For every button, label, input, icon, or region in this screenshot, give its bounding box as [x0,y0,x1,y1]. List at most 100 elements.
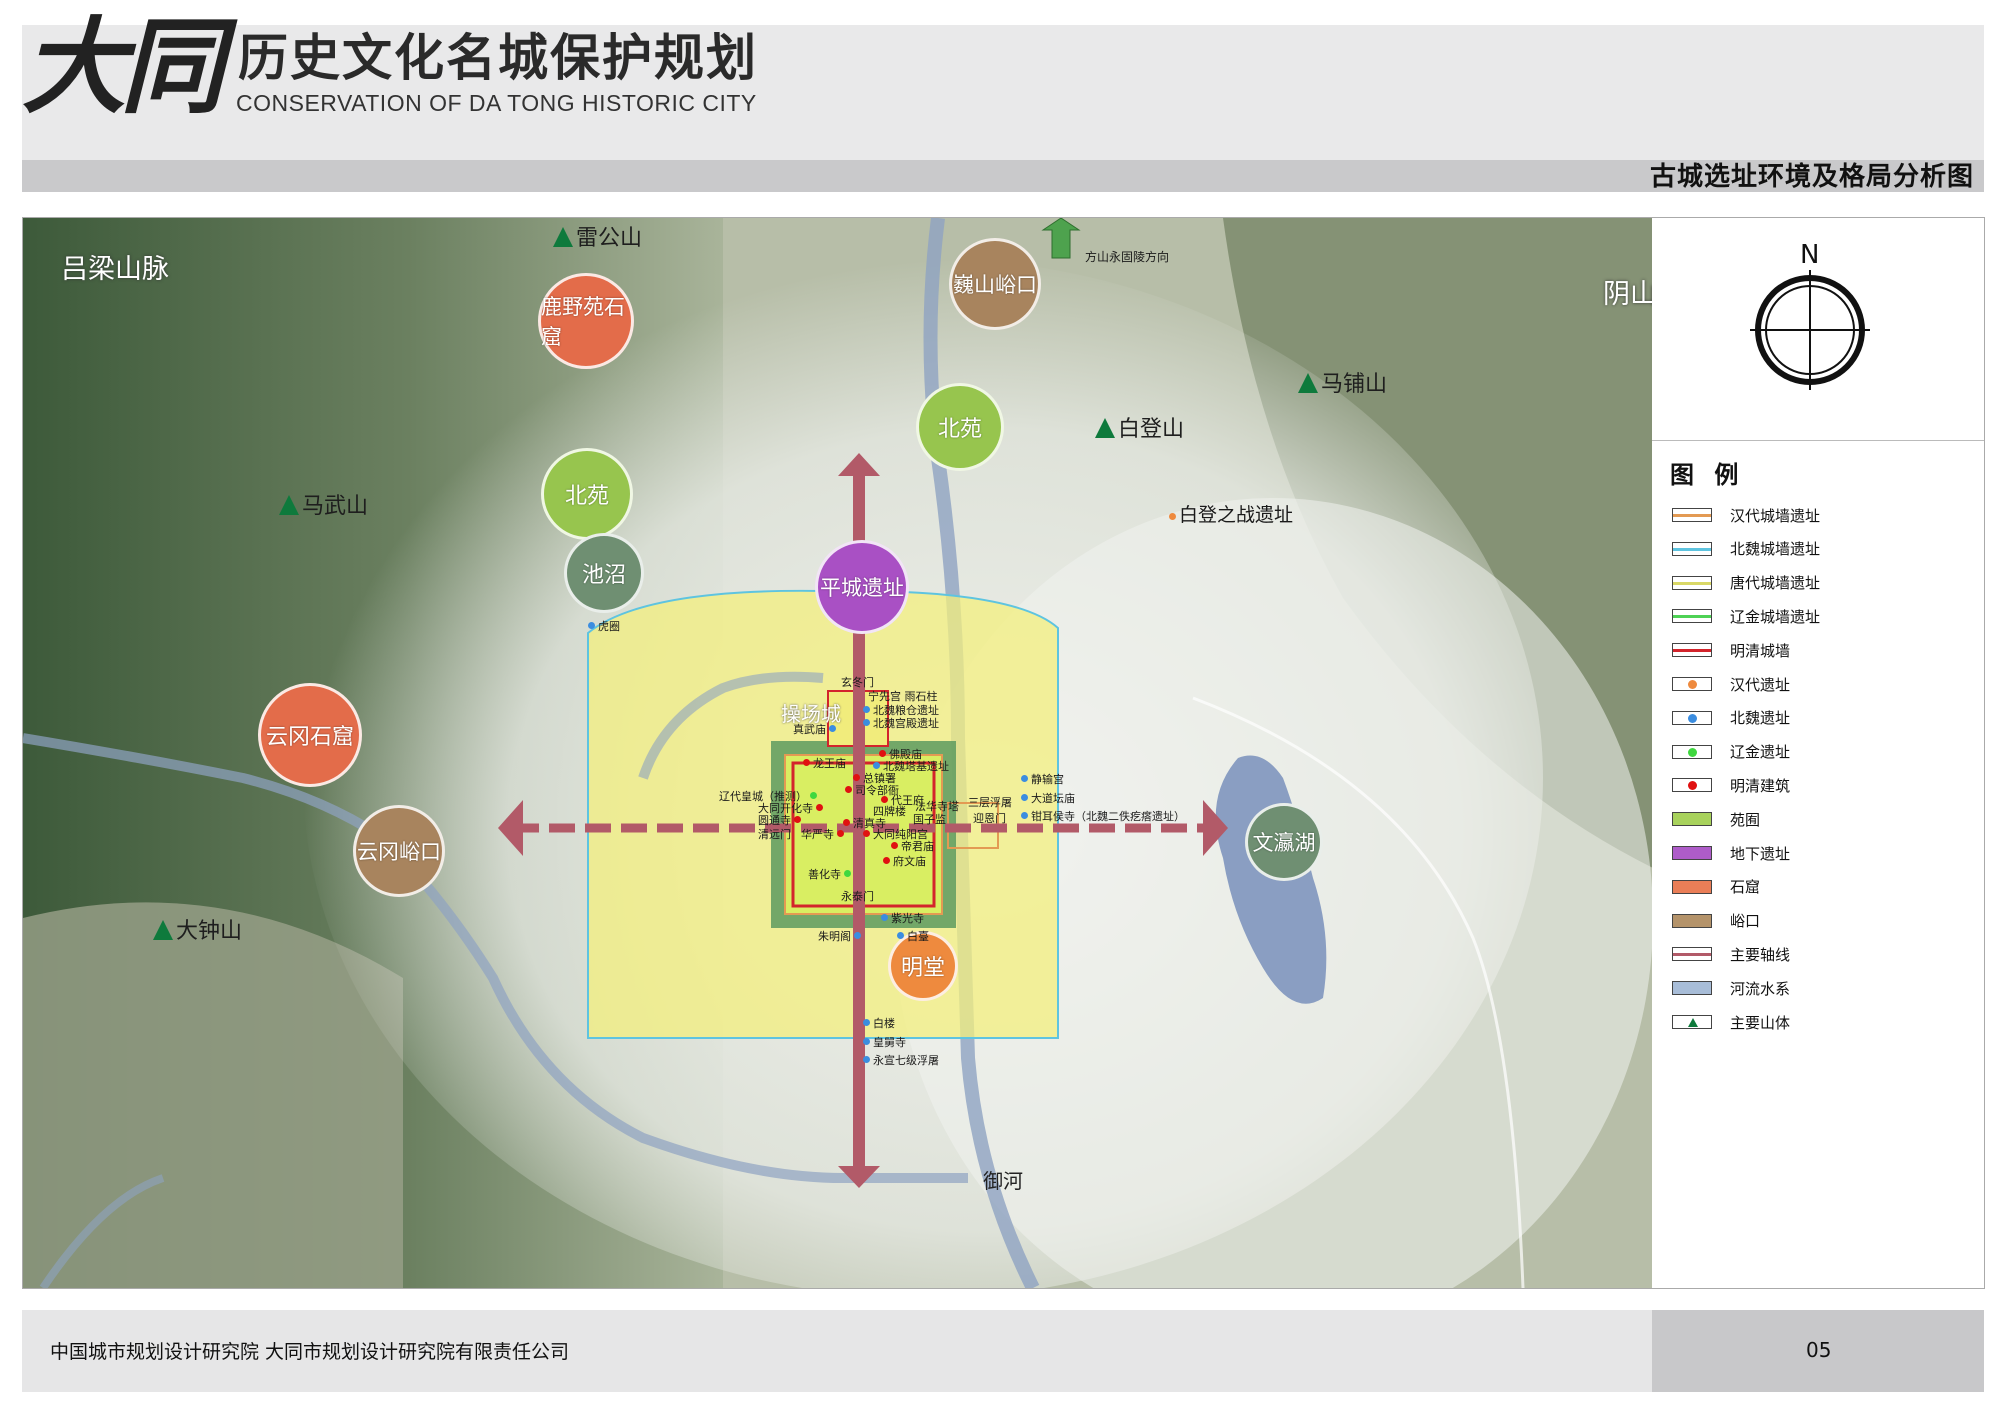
legend-label: 峪口 [1730,912,1761,931]
label-caochang-city: 操场城 [781,702,841,726]
legend-swatch [1672,541,1712,556]
site-fahua-pagoda: 法华寺塔 [915,800,959,813]
circle-beiyuan-east[interactable]: 北苑 [916,383,1004,471]
legend-item: 地下遗址 [1672,840,1790,866]
legend-swatch [1672,643,1712,658]
site-chunyang-palace: 大同纯阳宫 [863,826,928,842]
legend-swatch [1672,508,1712,522]
legend-label: 汉代城墙遗址 [1730,506,1821,525]
label-fangshan-direction: 方山永固陵方向 [1085,250,1170,264]
footer-organization: 中国城市规划设计研究院 大同市规划设计研究院有限责任公司 [50,1341,570,1363]
site-fuwen-temple: 府文庙 [883,853,926,869]
circle-yungang-pass[interactable]: 云冈峪口 [353,805,445,897]
mountain-leigong: 雷公山 [553,220,642,252]
legend-swatch [1672,879,1712,894]
legend-label: 石窟 [1730,878,1761,897]
legend-swatch [1672,947,1712,962]
site-bailou: 白楼 [863,1015,895,1031]
mountain-icon [279,495,299,515]
legend-item: 辽金城墙遗址 [1672,603,1820,629]
legend-label: 北魏城墙遗址 [1730,540,1821,559]
site-longwang-temple: 龙王庙 [803,755,846,771]
legend-item: 汉代城墙遗址 [1672,502,1820,528]
legend-title: 图 例 [1670,461,1745,489]
site-qingzhen-mosque: 清真寺 [843,815,886,831]
map-panel[interactable]: 吕梁山脉 阴山山脉 雷公山 马武山 大钟山 马铺山 白登山 鹿野苑石窟 北苑 池… [22,217,1654,1289]
legend-swatch [1672,981,1712,996]
legend-swatch [1672,677,1712,691]
site-beiwei-palace: 北魏宫殿遗址 [863,715,939,731]
circle-mingtang[interactable]: 明堂 [888,931,958,1001]
site-kaihua-temple: 大同开化寺 [758,800,826,816]
circle-weishan-pass[interactable]: 巍山峪口 [949,238,1041,330]
logo: 大同 [22,5,224,128]
legend-item: 北魏城墙遗址 [1672,536,1820,562]
site-yongxuan-pagoda: 永宣七级浮屠 [863,1052,939,1068]
site-sipailou: 四牌楼 [873,805,906,818]
legend-item: 主要轴线 [1672,941,1790,967]
legend-item: 明清建筑 [1672,772,1790,798]
site-sanceng-pagoda: 三层浮屠 [968,796,1012,809]
yinshan-range-label: 阴山山脉 [1603,279,1654,310]
circle-chiyan[interactable]: 池沼 [564,533,644,613]
north-label: N [1800,240,1820,270]
legend-swatch [1672,913,1712,928]
page-title-english: CONSERVATION OF DA TONG HISTORIC CITY [236,90,757,116]
legend-item: 峪口 [1672,908,1760,934]
site-daiwang-mansion: 代王府 [881,792,924,808]
map-canvas [23,218,1653,1288]
legend-item: 汉代遗址 [1672,671,1790,697]
legend-label: 明清建筑 [1730,776,1791,795]
page-number: 05 [1806,1338,1832,1362]
north-south-axis [853,473,865,1173]
site-dot [1169,513,1176,520]
site-zongzhen: 总镇署 [853,770,896,786]
site-yuantong-temple: 圆通寺 [758,812,804,828]
circle-beiyuan-west[interactable]: 北苑 [541,448,633,540]
legend-item: 河流水系 [1672,975,1790,1001]
site-shanhua-temple: 善化寺 [808,866,854,882]
footer-bar [22,1310,1652,1392]
circle-luyeyuan-grotto[interactable]: 鹿野苑石窟 [538,273,634,369]
legend-item: 辽金遗址 [1672,739,1790,765]
legend-label: 主要轴线 [1730,945,1791,964]
legend-panel [1652,217,1985,1289]
fangshan-direction-arrow [1041,218,1081,259]
site-fodian: 佛殿庙 [879,746,922,762]
mountain-dazhong: 大钟山 [153,913,242,945]
label-huyuan: 虎圈 [588,618,620,634]
mountain-mawu: 马武山 [279,488,368,520]
legend-label: 主要山体 [1730,1013,1791,1032]
site-xuandongmen: 玄冬门 [841,676,874,689]
wenying-lake [1215,755,1327,1004]
legend-label: 辽金遗址 [1730,743,1791,762]
circle-yungang-grotto[interactable]: 云冈石窟 [258,683,362,787]
legend-item: 石窟 [1672,874,1760,900]
site-qieer-temple: 钳耳侯寺（北魏二佚疙瘩遗址） [1021,808,1185,824]
legend-label: 汉代遗址 [1730,675,1791,694]
lvliang-range-label: 吕梁山脉 [61,248,169,292]
legend-swatch [1672,575,1712,590]
legend-item: 唐代城墙遗址 [1672,570,1820,596]
site-beiwei-pagoda: 北魏塔基遗址 [873,758,949,774]
legend-item: 苑囿 [1672,806,1760,832]
compass-icon [1750,270,1870,390]
site-ziguang-temple: 紫光寺 [881,910,924,926]
site-yongtai-gate: 永泰门 [841,890,874,903]
site-guozijian: 国子监 [913,813,946,826]
site-huayan-temple: 华严寺 [801,826,847,842]
circle-wenying-lake[interactable]: 文瀛湖 [1245,803,1323,881]
mountain-mapu: 马铺山 [1298,366,1387,398]
site-dijun-temple: 帝君庙 [891,838,934,854]
legend-swatch [1672,778,1712,793]
circle-pingcheng-site[interactable]: 平城遗址 [815,540,909,634]
mountain-icon [1298,373,1318,393]
mountain-baideng: 白登山 [1095,411,1184,443]
site-huangjiu-temple: 皇舅寺 [863,1034,906,1050]
site-zhenwu-temple: 真武庙 [793,721,839,737]
header-bar [22,25,1984,160]
site-yingen-gate: 迎恩门 [973,812,1006,825]
map-subtitle: 古城选址环境及格局分析图 [1649,162,1974,192]
legend-divider [1652,440,1984,441]
label-yu-river: 御河 [983,1169,1023,1193]
